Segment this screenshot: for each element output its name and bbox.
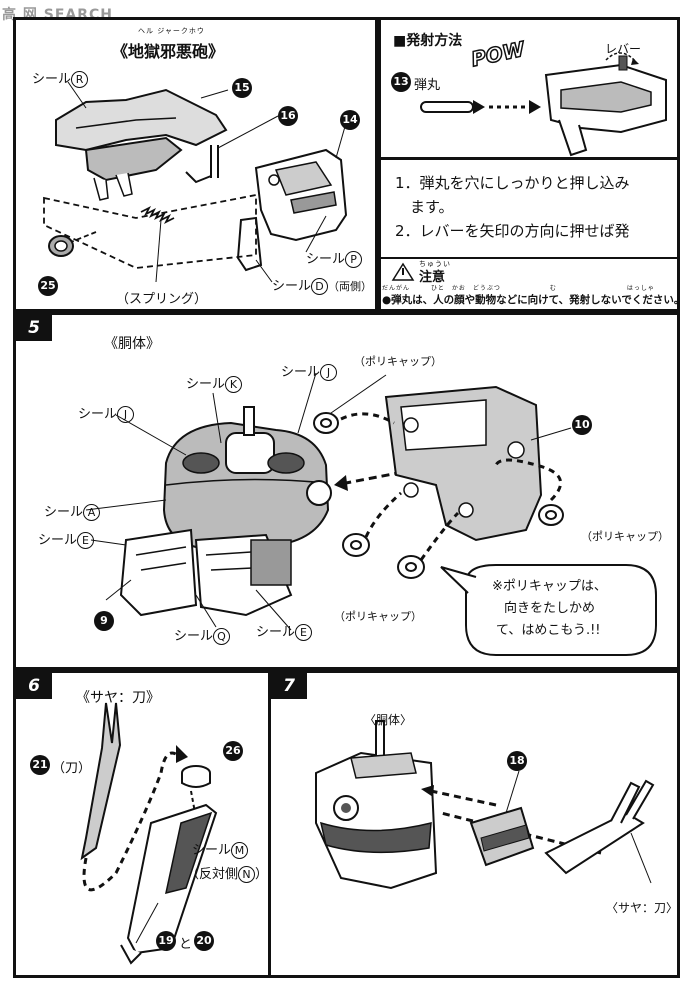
torso-label: 〈胴体〉 <box>364 713 413 727</box>
polycap-label-right: （ポリキャップ） <box>581 530 669 543</box>
part-9-badge: 9 <box>94 611 114 631</box>
title-ruby: ヘル ジャークホウ <box>138 27 205 35</box>
part-14-badge: 14 <box>340 110 360 130</box>
polycap-label-bottom: （ポリキャップ） <box>334 610 422 623</box>
polycap-note-2: 向きをたしかめ <box>504 601 596 616</box>
part-10-badge: 10 <box>572 415 592 435</box>
spring-label: （スプリング） <box>116 292 208 307</box>
firing-step-2: 2．レバーを矢印の方向に押せば発 <box>395 222 630 240</box>
part-25-badge: 25 <box>38 276 58 296</box>
part-15-badge: 15 <box>232 78 252 98</box>
part-16-badge: 16 <box>278 106 298 126</box>
bullet-label: 弾丸 <box>414 78 441 93</box>
step-5-number: 5 <box>16 315 52 341</box>
gun-parts-illustration <box>43 81 348 283</box>
lever-label: レバー <box>605 42 642 56</box>
torso-illustration <box>85 372 657 656</box>
sheath-title: 《サヤ：刀》 <box>76 690 160 706</box>
step-7-number: 7 <box>271 673 307 699</box>
caution-heading: 注意 <box>419 270 446 285</box>
caution-ruby: ちゅうい <box>419 260 451 268</box>
part-21-badge: 21 <box>30 755 50 775</box>
sheath-label: 〈サヤ：刀〉 <box>606 901 679 915</box>
polycap-label-top: （ポリキャップ） <box>354 355 442 368</box>
firing-illustration <box>420 52 667 157</box>
polycap-note-1: ※ポリキャップは、 <box>492 579 607 594</box>
part-26-badge: 26 <box>223 741 243 761</box>
part-13-badge: 13 <box>391 72 411 92</box>
step-6-number: 6 <box>16 673 52 699</box>
firing-title: ■発射方法 <box>393 33 463 49</box>
firing-step-1: 1．弾丸を穴にしっかりと押し込み <box>395 174 630 192</box>
warning-ruby: だんがん ひと かお どうぶつ む はっしゃ <box>382 285 655 292</box>
polycap-note-3: て、はめこもう.!! <box>496 623 601 638</box>
final-assembly-illustration <box>315 720 655 890</box>
panel-step-7: 7 〈胴体〉 18 〈サヤ：刀〉 <box>268 670 680 978</box>
sheath-illustration <box>80 702 218 965</box>
panel-firing-steps: 1．弾丸を穴にしっかりと押し込み ます。 2．レバーを矢印の方向に押せば発 ちゅ… <box>378 157 680 312</box>
part-19-badge: 19 <box>156 931 176 951</box>
part-18-badge: 18 <box>507 751 527 771</box>
torso-title: 《胴体》 <box>104 336 160 352</box>
part-20-badge: 20 <box>194 931 214 951</box>
caution-divider <box>381 257 680 281</box>
and-label: と <box>179 937 193 952</box>
katana-label: （刀） <box>52 761 92 776</box>
firing-step-1b: ます。 <box>395 198 454 216</box>
panel-title: 《地獄邪悪砲》 <box>112 42 225 61</box>
warning-text: ●弾丸は、人の顔や動物などに向けて、発射しないでください。 <box>382 294 685 306</box>
panel-firing-method: ■発射方法 POW レバー 13 弾丸 <box>378 17 680 160</box>
